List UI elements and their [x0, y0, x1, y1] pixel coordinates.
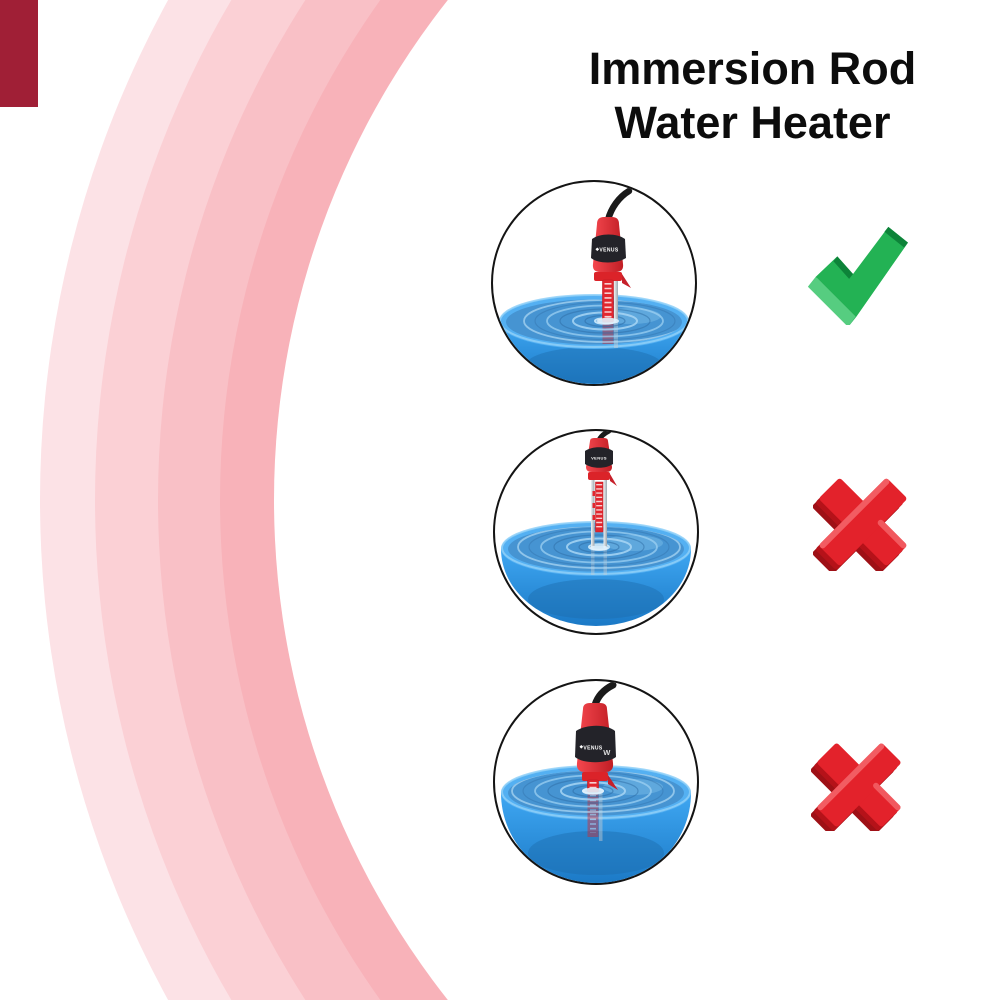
brand-label: VENUS — [591, 456, 607, 461]
verdict-correct — [799, 221, 911, 327]
scene-3-illustration: VENUS W — [501, 681, 691, 883]
page-title: Immersion Rod Water Heater — [545, 42, 960, 150]
deeply-submerged-heating-element — [587, 793, 603, 841]
cross-icon — [810, 743, 901, 835]
page-title-line-2: Water Heater — [614, 97, 891, 148]
water-entry-splash — [582, 787, 604, 795]
device-side-mark: W — [603, 748, 611, 757]
verdict-wrong-shallow — [812, 473, 913, 574]
immersion-rod-device: VENUS — [591, 187, 633, 323]
water-entry-splash — [597, 317, 619, 325]
usage-image-correct-immersion: VENUS — [491, 180, 697, 386]
cross-icon — [812, 478, 907, 574]
scene-1-illustration: VENUS — [499, 187, 689, 384]
corner-accent-bar — [0, 0, 38, 107]
check-icon — [807, 226, 908, 327]
verdict-wrong-deep — [810, 739, 907, 835]
immersion-rod-device: VENUS — [585, 431, 617, 548]
brand-label: VENUS — [583, 746, 602, 752]
water-entry-splash — [590, 545, 608, 551]
usage-image-immersed-too-deep: VENUS W — [493, 679, 699, 885]
scene-2-illustration: VENUS — [501, 431, 691, 626]
page-title-line-1: Immersion Rod — [588, 43, 917, 94]
immersion-rod-device: VENUS W — [575, 681, 618, 793]
brand-label: VENUS — [599, 248, 618, 254]
usage-image-element-above-water: VENUS — [493, 429, 699, 635]
